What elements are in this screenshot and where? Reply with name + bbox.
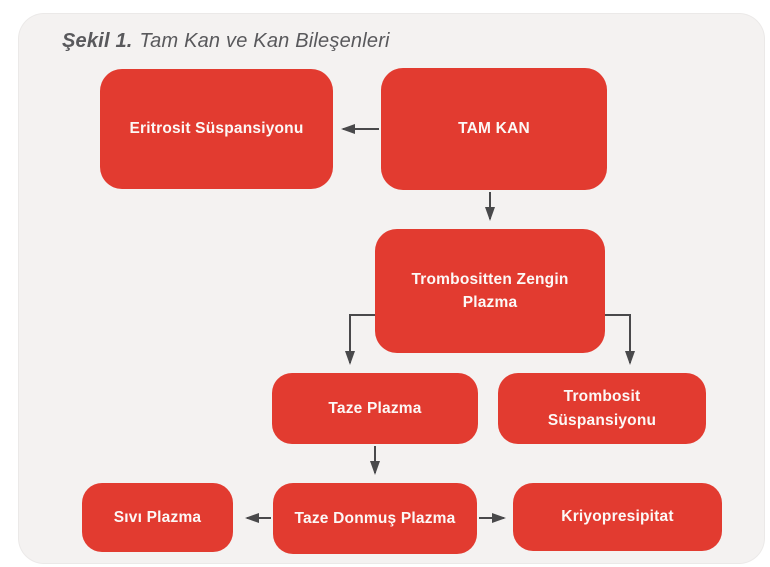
node-sivi-plazma: Sıvı Plazma — [82, 483, 233, 552]
node-label: Trombositten Zengin — [411, 270, 569, 288]
node-taze-donmus-plazma: Taze Donmuş Plazma — [273, 483, 477, 554]
node-label: Taze Plazma — [328, 399, 422, 417]
node-label: Eritrosit Süspansiyonu — [129, 120, 304, 138]
node-kriyopresipitat: Kriyopresipitat — [513, 483, 722, 551]
node-taze-plazma: Taze Plazma — [272, 373, 478, 444]
node-tam-kan: TAM KAN — [381, 68, 607, 190]
node-eritrosit-suspansiyonu: Eritrosit Süspansiyonu — [100, 69, 333, 189]
figure-label: Şekil 1. — [62, 30, 133, 52]
figure-title-text: Tam Kan ve Kan Bileşenleri — [139, 30, 390, 52]
node-trombositten-zengin-plazma: Trombositten Zengin Plazma — [375, 229, 605, 353]
node-label: Plazma — [462, 294, 518, 311]
node-label: Süspansiyonu — [547, 411, 657, 429]
node-trombosit-suspansiyonu: Trombosit Süspansiyonu — [498, 373, 706, 444]
node-label: TAM KAN — [458, 120, 530, 138]
node-label: Kriyopresipitat — [561, 508, 674, 526]
node-label: Trombosit — [563, 388, 641, 406]
node-label: Sıvı Plazma — [113, 508, 202, 526]
figure-title: Şekil 1. Tam Kan ve Kan Bileşenleri — [62, 30, 390, 53]
node-label: Taze Donmuş Plazma — [294, 509, 456, 527]
